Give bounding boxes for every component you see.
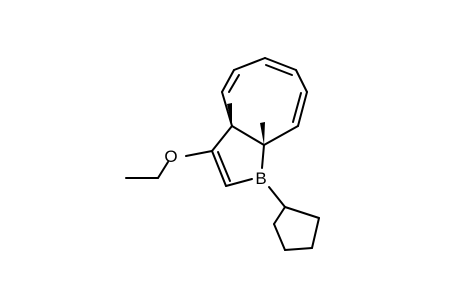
bond-c9-c9a <box>263 125 299 146</box>
bond-c7-c8 <box>295 69 308 93</box>
bond-cp3-cp4 <box>284 247 313 251</box>
bond-c4-c5-double <box>228 74 240 93</box>
bond-cp5-cp1 <box>273 206 286 225</box>
bond-c3a-c3 <box>211 125 233 152</box>
bond-c3-c2-double <box>217 151 231 182</box>
bond-c3a-c4 <box>221 91 233 127</box>
ethoxy-group <box>125 150 213 179</box>
bond-c6-c7-double <box>265 64 293 76</box>
bond-c4-c5 <box>221 69 235 93</box>
bond-c8-c9 <box>297 91 308 127</box>
bond-cp1-cp2 <box>284 206 320 219</box>
boron-atom-label: B <box>255 169 266 188</box>
bond-o-ch2 <box>157 161 169 179</box>
bond-c8-c9-double <box>292 92 302 123</box>
bond-c2-b1 <box>225 178 253 187</box>
bond-c6-c7 <box>264 57 297 71</box>
bond-c3-c2 <box>211 150 227 187</box>
bond-c9a-c3a <box>231 125 265 146</box>
bond-cp4-cp5 <box>273 223 286 251</box>
bond-c5-c6 <box>233 57 266 71</box>
stereo-wedge-c3a <box>227 103 232 126</box>
bond-b1-c9a <box>261 144 265 169</box>
bond-c3-o <box>185 150 213 157</box>
stereo-wedge-c9a <box>260 122 265 145</box>
cyclopentyl-group <box>268 186 320 251</box>
bond-cp2-cp3 <box>311 217 320 249</box>
oxygen-atom-label: O <box>164 147 177 166</box>
borole-ring <box>211 125 265 187</box>
bond-b-cp1 <box>268 186 286 208</box>
cyclooctatriene-ring <box>221 57 308 146</box>
